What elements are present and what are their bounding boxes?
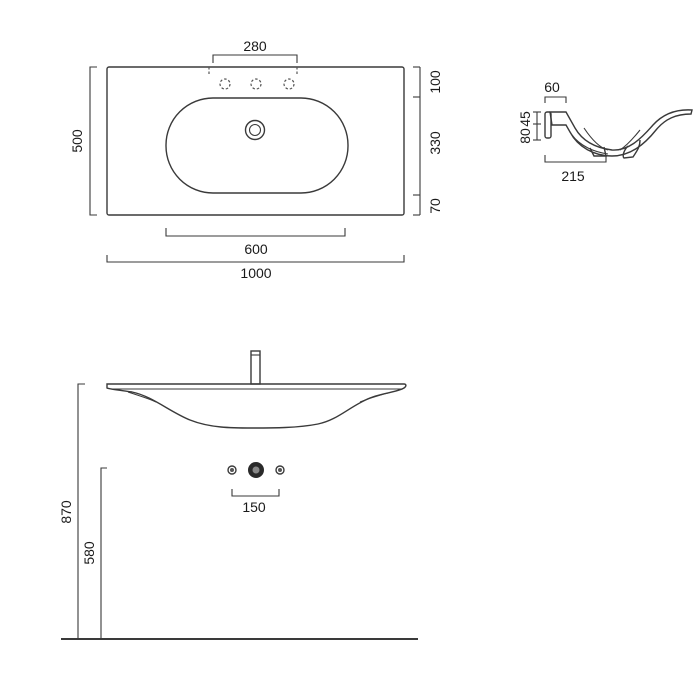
dim-total-width-label: 1000: [240, 265, 271, 281]
dim-section-top: 60: [544, 79, 567, 103]
dim-bowl-width: 600: [165, 228, 346, 257]
dim-section-vertical: 45 80: [517, 111, 541, 144]
tap-hole-right-icon: [283, 78, 295, 90]
basin-front-profile: [106, 383, 407, 429]
drain-icon: [244, 119, 266, 141]
faucet-icon: [250, 350, 261, 385]
dim-tap-spacing-label: 280: [243, 38, 267, 54]
bowl-outline: [165, 97, 349, 194]
dim-wall-height-label: 80: [517, 128, 533, 144]
valve-right-icon: [275, 465, 285, 475]
dim-total-width: 1000: [106, 255, 405, 281]
section-view: 60 45 80 215: [517, 79, 693, 184]
front-view: 150 870 580: [58, 350, 418, 640]
dim-front-segment-label: 70: [427, 198, 443, 214]
dim-section-top-label: 60: [544, 79, 560, 95]
dim-valve-spacing: 150: [231, 489, 280, 515]
dim-drain-height: 580: [81, 467, 107, 639]
dim-drain-height-label: 580: [81, 541, 97, 565]
dim-section-bottom: 215: [544, 155, 607, 184]
dim-section-bottom-label: 215: [561, 168, 585, 184]
dim-rim-height-label: 45: [517, 111, 533, 127]
dim-total-height: 870: [58, 383, 85, 639]
top-view: 280 500 100 330 70 600 1000: [69, 38, 443, 281]
dim-right-stack: 100 330 70: [413, 66, 443, 216]
dim-total-height-label: 870: [58, 500, 74, 524]
valve-left-icon: [227, 465, 237, 475]
dim-depth: 500: [69, 66, 97, 216]
dim-valve-spacing-label: 150: [242, 499, 266, 515]
dim-back-segment-label: 100: [427, 70, 443, 94]
dim-tap-spacing: 280: [212, 38, 298, 63]
drain-inner-icon: [248, 123, 262, 137]
tap-hole-left-icon: [219, 78, 231, 90]
dim-depth-label: 500: [69, 129, 85, 153]
valve-group: [227, 462, 285, 478]
tap-hole-center-icon: [250, 78, 262, 90]
dim-bowl-segment-label: 330: [427, 131, 443, 155]
dim-bowl-width-label: 600: [244, 241, 268, 257]
countertop-outline: [106, 66, 405, 216]
